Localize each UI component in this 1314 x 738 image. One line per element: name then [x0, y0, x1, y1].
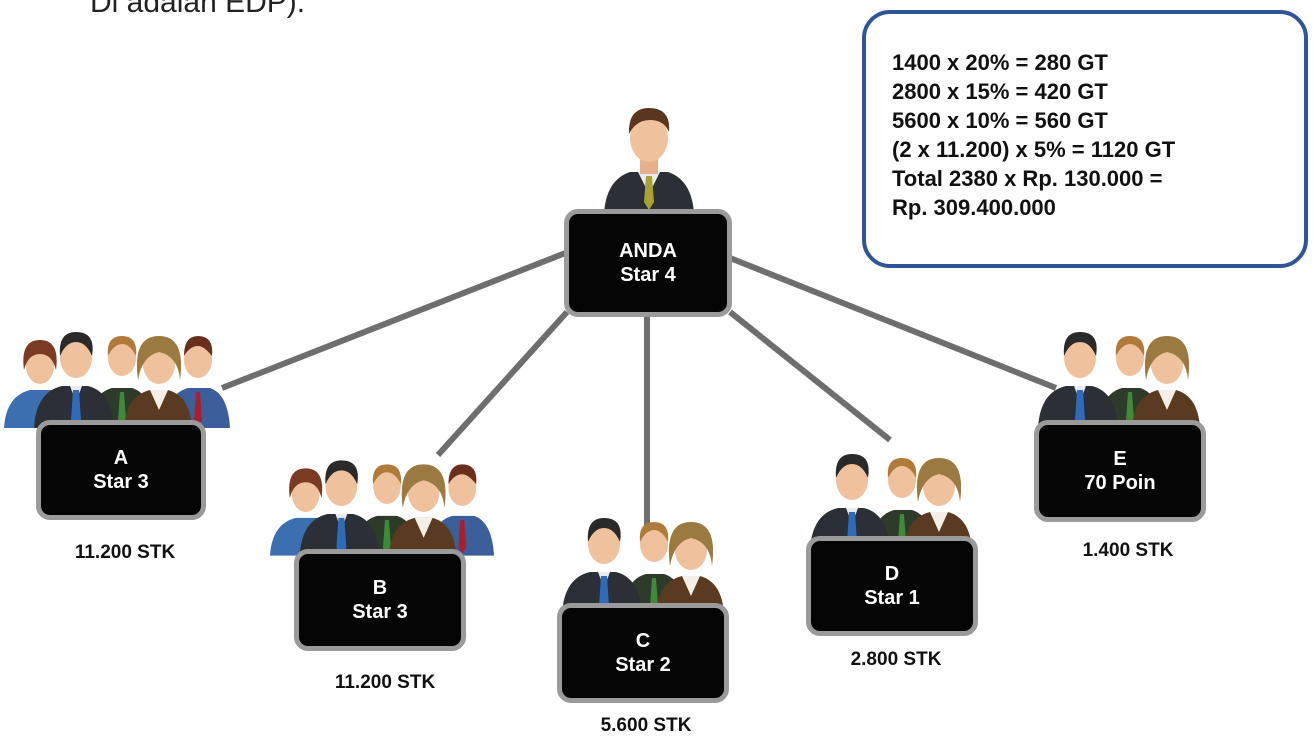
node-e-name: E	[1113, 448, 1127, 470]
calc-line: 2800 x 15% = 420 GT	[892, 79, 1108, 104]
businessman-icon	[604, 108, 694, 214]
node-b-name: B	[372, 577, 388, 599]
volume-a: 11.200 STK	[74, 542, 176, 563]
business-team-icon	[270, 460, 494, 556]
calc-line: Rp. 309.400.000	[892, 195, 1056, 220]
node-c-name: C	[635, 630, 651, 652]
calc-line: 5600 x 10% = 560 GT	[892, 108, 1108, 133]
volume-e: 1.400 STK	[1082, 540, 1174, 561]
node-d: D Star 1	[806, 536, 978, 636]
connector-a	[220, 249, 570, 391]
node-a-rank: Star 3	[93, 471, 149, 493]
calc-line: Total 2380 x Rp. 130.000 =	[892, 166, 1163, 191]
node-b-rank: Star 3	[352, 601, 408, 623]
node-root: ANDA Star 4	[564, 209, 732, 317]
node-root-name: ANDA	[619, 240, 677, 262]
connector-d	[728, 309, 892, 443]
node-a: A Star 3	[36, 420, 206, 520]
connector-e	[728, 255, 1058, 391]
node-a-name: A	[113, 447, 129, 469]
calc-line: 1400 x 20% = 280 GT	[892, 50, 1108, 75]
node-c: C Star 2	[557, 603, 729, 703]
volume-d: 2.800 STK	[850, 649, 942, 670]
node-d-name: D	[884, 563, 900, 585]
calc-line: (2 x 11.200) x 5% = 1120 GT	[892, 137, 1176, 162]
business-team-icon	[4, 332, 230, 428]
node-e-rank: 70 Poin	[1084, 472, 1156, 494]
connector-b	[435, 309, 570, 458]
header-fragment: Di adalah EDP).	[90, 0, 306, 19]
node-c-rank: Star 2	[615, 654, 671, 676]
volume-c: 5.600 STK	[600, 715, 692, 736]
business-team-icon	[1038, 332, 1200, 428]
node-root-rank: Star 4	[620, 264, 676, 286]
calculation-box: 1400 x 20% = 280 GT 2800 x 15% = 420 GT …	[862, 10, 1308, 268]
node-e: E 70 Poin	[1034, 420, 1206, 522]
node-d-rank: Star 1	[864, 587, 920, 609]
volume-b: 11.200 STK	[334, 672, 436, 693]
business-team-icon	[562, 518, 724, 614]
node-b: B Star 3	[294, 549, 466, 651]
